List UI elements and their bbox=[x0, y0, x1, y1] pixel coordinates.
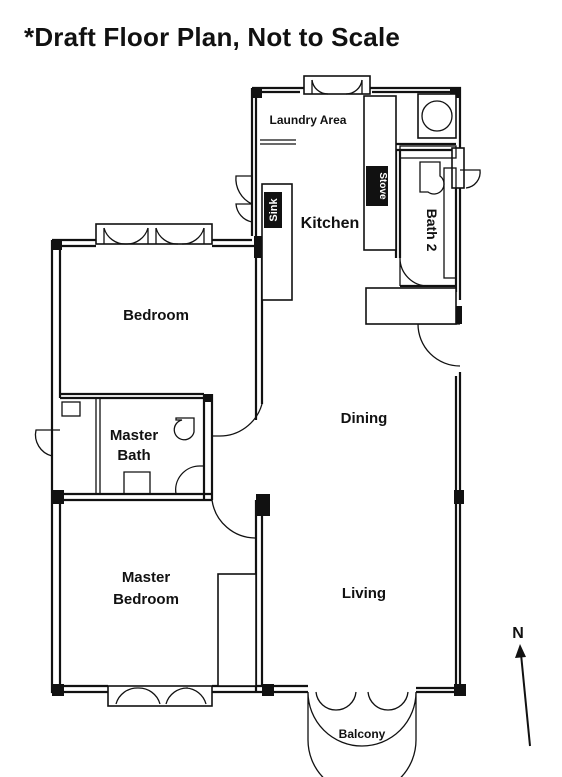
toilet-bath2 bbox=[419, 161, 445, 195]
sink-label: Sink bbox=[268, 198, 280, 222]
wardrobe bbox=[217, 573, 257, 687]
vanity-master-bath bbox=[123, 471, 151, 494]
label-kitchen: Kitchen bbox=[301, 215, 360, 232]
label-dining: Dining bbox=[341, 410, 388, 427]
label-master-bath-1: Master bbox=[110, 427, 159, 444]
island-counter bbox=[365, 287, 457, 325]
windows bbox=[95, 75, 465, 707]
label-bath2: Bath 2 bbox=[424, 209, 440, 252]
sink-badge bbox=[264, 192, 282, 228]
page-title: *Draft Floor Plan, Not to Scale bbox=[24, 22, 401, 52]
bath2-shower bbox=[443, 167, 457, 279]
label-laundry: Laundry Area bbox=[270, 113, 347, 127]
toilet-master-bath bbox=[173, 417, 195, 441]
stove-badge bbox=[366, 166, 388, 206]
doors bbox=[34, 169, 481, 777]
label-master-bedroom-1: Master bbox=[122, 569, 171, 586]
stove-label: Stove bbox=[377, 172, 388, 200]
north-arrow-shaft bbox=[520, 653, 531, 747]
label-bedroom: Bedroom bbox=[123, 307, 189, 324]
north-arrow: N bbox=[512, 625, 531, 747]
label-master-bedroom-2: Bedroom bbox=[113, 591, 179, 608]
label-balcony: Balcony bbox=[339, 727, 386, 741]
room-labels: Laundry Area Kitchen Bath 2 Bedroom Dini… bbox=[110, 113, 440, 741]
north-arrow-head bbox=[515, 644, 526, 658]
columns bbox=[52, 88, 466, 696]
label-master-bath-2: Bath bbox=[117, 447, 150, 464]
label-living: Living bbox=[342, 585, 386, 602]
north-label: N bbox=[512, 625, 524, 642]
fixtures: Sink Stove bbox=[61, 93, 457, 687]
